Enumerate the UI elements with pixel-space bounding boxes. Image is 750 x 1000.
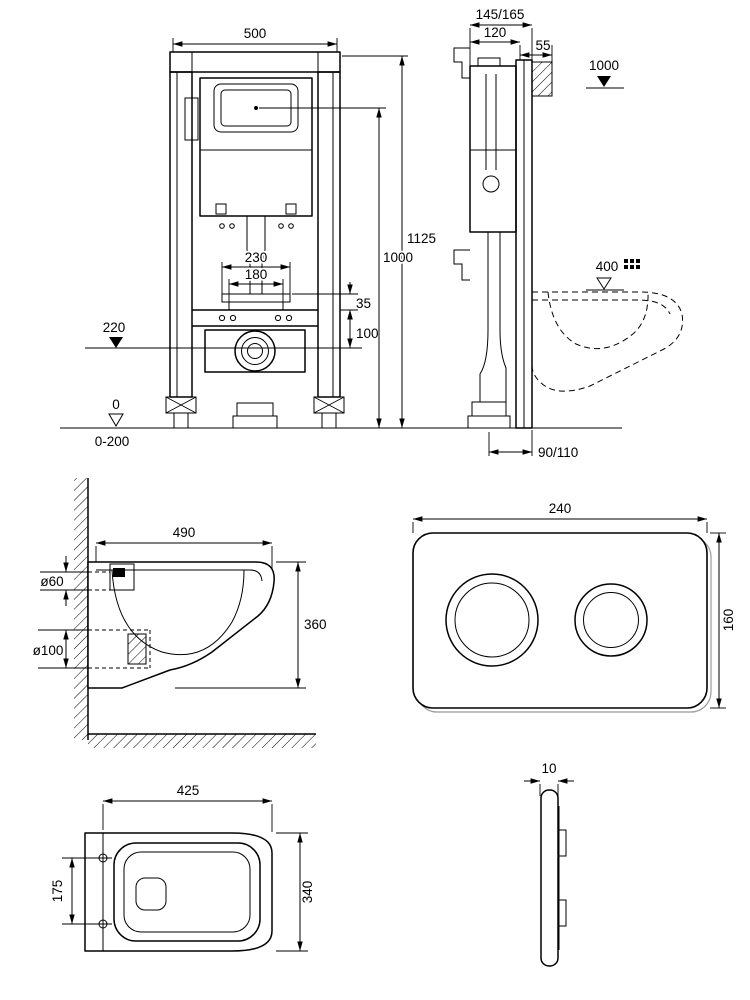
wall-bracket (531, 61, 553, 97)
drain-pipe (479, 232, 489, 402)
frame-top-bar (169, 51, 341, 73)
dim-flange-offset: 35 (356, 296, 371, 311)
wall-anchor-bottom (453, 249, 470, 281)
bowl-side-view: 490 ø60 ø100 360 (31, 478, 328, 748)
outlet-connector (127, 633, 147, 665)
wall-anchor-top (453, 47, 470, 79)
dim-frame-width: 500 (244, 26, 267, 41)
dim-supply-height: 400 (596, 259, 619, 274)
flush-plate (412, 532, 708, 709)
panel-center-point (254, 106, 258, 110)
dim-drain-level: 220 (103, 320, 126, 335)
dim-frame-depth: 120 (484, 25, 507, 40)
foot-left (165, 396, 197, 429)
dim-floor-level: 0 (112, 397, 120, 412)
fill-valve (184, 97, 199, 141)
outlet-flange (221, 293, 291, 303)
dim-flange-outer: 230 (245, 250, 268, 265)
dim-plate-height: 160 (721, 609, 736, 632)
bowl-rim (113, 842, 261, 942)
inlet-fitting (109, 563, 135, 591)
floor-hatch (88, 734, 316, 748)
dim-bowl-top-depth: 340 (300, 881, 315, 904)
bowl-dashed-outline (531, 291, 684, 392)
drain-housing (204, 329, 306, 373)
dim-bowl-depth: 490 (173, 525, 196, 540)
dim-total-height: 1125 (407, 231, 436, 246)
plate-profile (540, 789, 559, 967)
foot-right (313, 396, 345, 429)
dim-bowl-height: 360 (304, 617, 327, 632)
level-marker-filled (597, 76, 611, 87)
dim-outlet-diameter: ø100 (33, 643, 64, 658)
bowl-top-view: 425 175 340 (48, 781, 317, 952)
frame-side-view: 145/165 120 55 1000 400 (453, 5, 684, 462)
flush-plate-front-view: 240 160 (412, 499, 738, 713)
dim-bolt-spacing: 175 (50, 880, 65, 903)
level-marker-open (108, 413, 124, 427)
level-marker-open (596, 277, 612, 290)
cistern-tank (199, 77, 313, 217)
bolt-marker-bottom (98, 917, 108, 931)
dim-bracket-depth: 55 (535, 38, 550, 53)
dim-crossbar-offset: 100 (356, 326, 379, 341)
wall-hatch (74, 478, 88, 740)
dim-plate-width: 240 (549, 501, 572, 516)
dim-depth-range: 145/165 (476, 7, 525, 22)
dim-panel-height: 1000 (383, 250, 413, 265)
bottom-outlet (236, 402, 274, 417)
dim-button-height: 1000 (589, 58, 619, 73)
cistern-side (469, 65, 517, 233)
bolt-marker-top (98, 851, 108, 865)
socket-icon (624, 259, 640, 269)
flush-plate-side-view: 10 (524, 759, 574, 967)
flush-button-large (445, 573, 539, 667)
flush-pipe (246, 216, 251, 294)
dim-plate-thickness: 10 (541, 761, 556, 776)
dim-bowl-top-width: 425 (177, 783, 200, 798)
dim-adjust-range: 0-200 (95, 434, 130, 449)
dim-flange-inner: 180 (245, 267, 268, 282)
flush-valve (482, 175, 500, 193)
bowl-outline-top (84, 832, 273, 952)
dim-outlet-offset: 90/110 (538, 445, 578, 460)
bowl-profile (87, 561, 275, 689)
level-marker-filled (109, 337, 123, 348)
dim-inlet-diameter: ø60 (40, 574, 63, 589)
drain-socket (234, 330, 276, 372)
frame-front-view: 500 (85, 24, 438, 451)
flush-button-small (574, 583, 648, 657)
drain-opening (135, 877, 167, 911)
